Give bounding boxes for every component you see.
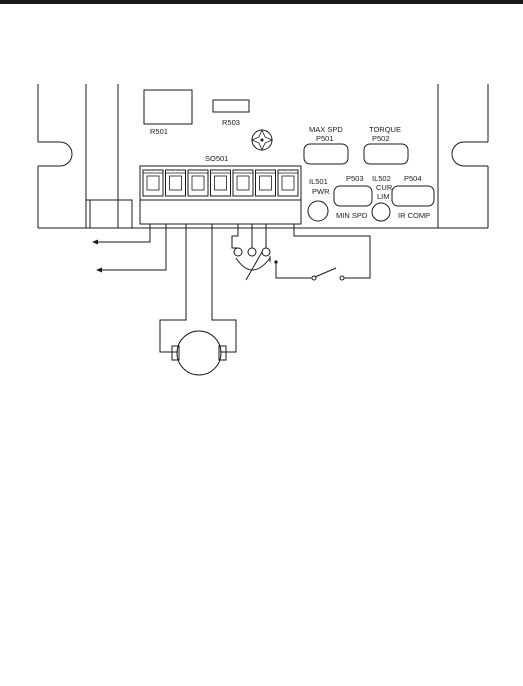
r501-label: R501 — [150, 127, 168, 136]
terminal-screw-4 — [210, 169, 231, 197]
il502-label: IL502 — [372, 174, 391, 183]
max-spd-label: MAX SPD — [309, 125, 343, 134]
terminal-screw-6 — [255, 169, 276, 197]
p501-label: P501 — [316, 134, 334, 143]
pwr-label: PWR — [312, 187, 330, 196]
torque-label: TORQUE — [369, 125, 401, 134]
left-heatsink-block — [85, 199, 133, 229]
motor-icon — [171, 330, 227, 376]
terminal-screw-7 — [277, 169, 299, 197]
il501-label: IL501 — [309, 177, 328, 186]
so501-terminal-block: SO501 — [139, 154, 302, 225]
terminal-screws — [142, 169, 299, 197]
terminal-screw-2 — [165, 169, 186, 197]
page-top-rule — [0, 0, 523, 4]
p503-label: P503 — [346, 174, 364, 183]
r501-component: R501 — [143, 89, 193, 136]
terminal-screw-5 — [232, 169, 254, 197]
output-lead-2 — [96, 224, 167, 273]
adjustment-knob-icon — [250, 128, 274, 152]
main-board-outline — [38, 84, 439, 229]
right-chassis-bracket — [438, 84, 489, 229]
ir-comp-label: IR COMP — [398, 211, 430, 220]
so501-label: SO501 — [205, 154, 228, 163]
cur-label: CUR — [376, 183, 393, 192]
p502-label: P502 — [372, 134, 390, 143]
r503-component: R503 — [212, 99, 250, 127]
terminal-screw-3 — [187, 169, 209, 197]
r503-label: R503 — [222, 118, 240, 127]
p502-pot: TORQUE P502 — [363, 125, 409, 165]
switch-circuit — [274, 224, 371, 281]
lim-label: LIM — [377, 192, 390, 201]
p503-pot: P503 MIN SPD — [333, 174, 373, 220]
terminal-screw-1 — [142, 169, 164, 197]
p504-label: P504 — [404, 174, 422, 183]
speed-potentiometer — [231, 224, 271, 281]
p501-pot: MAX SPD P501 — [303, 125, 349, 165]
left-chassis-bracket — [37, 84, 87, 228]
output-lead-1 — [92, 224, 151, 245]
min-spd-label: MIN SPD — [336, 211, 368, 220]
il501-indicator: IL501 PWR — [307, 177, 330, 222]
il502-indicator: IL502 CUR LIM — [371, 174, 393, 222]
motor-wiring — [159, 224, 237, 353]
p504-pot: P504 IR COMP — [391, 174, 435, 220]
